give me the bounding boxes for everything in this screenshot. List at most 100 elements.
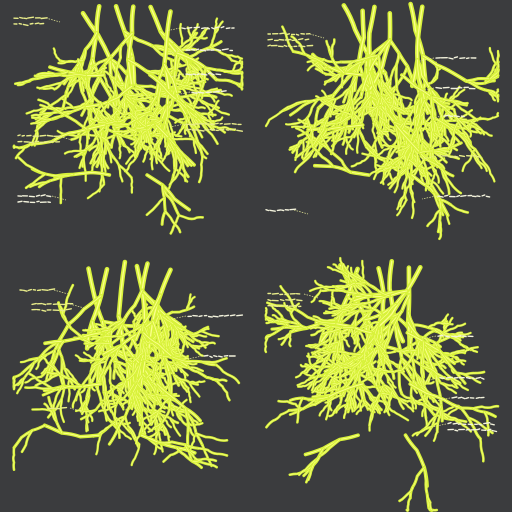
vein-branch-core	[207, 100, 219, 115]
vein-branch-core	[105, 339, 108, 352]
vein-branch-core	[329, 404, 341, 417]
leader-line	[435, 397, 451, 402]
vein-branch-core	[301, 140, 304, 159]
vein-branch-core	[151, 359, 157, 374]
vein-branch-core	[64, 149, 86, 154]
vein-branch-core	[325, 399, 331, 420]
vein-branch-core	[433, 120, 441, 147]
vein-branch-core	[161, 414, 172, 428]
vein-branch-core	[98, 405, 117, 412]
vein-branch-core	[110, 384, 114, 399]
vein-branch-core	[104, 400, 107, 421]
vein-branch-core	[68, 69, 90, 88]
vein-branch-core	[99, 136, 103, 154]
vein-branch-core	[145, 133, 154, 152]
vein-branch-core	[396, 199, 407, 216]
annotation-scribble	[267, 292, 301, 296]
vein-branch-core	[15, 144, 31, 159]
vein-branch-core	[133, 400, 141, 416]
vein-branch-core	[411, 127, 417, 152]
vein-branch-core	[309, 286, 335, 292]
vein-branch-core	[439, 220, 442, 240]
vein-branch-core	[25, 173, 46, 189]
vein-branch-core	[377, 136, 391, 147]
panel-top-right	[264, 1, 500, 241]
vein-branch-core	[145, 340, 159, 349]
vein-branch-core	[60, 398, 65, 423]
vein-branch-core	[165, 211, 181, 233]
vein-branch-core	[175, 117, 187, 123]
vein-branch-core	[214, 18, 218, 34]
vein-branch-core	[186, 109, 203, 138]
vein-branch-core	[465, 75, 499, 82]
leader-line	[169, 123, 185, 128]
vein-branch-core	[443, 323, 466, 333]
vein-branch-core	[44, 332, 101, 344]
vein-branch-core	[153, 150, 170, 172]
vein-branch-core	[455, 116, 470, 131]
vein-branch-core	[311, 326, 331, 336]
vein-branch-core	[119, 145, 121, 159]
vein-branch-core	[365, 331, 371, 354]
vein-branch-core	[425, 405, 442, 436]
vein-branch-core	[426, 185, 451, 205]
leader-line	[187, 355, 203, 360]
vein-branch-core	[370, 392, 381, 408]
vein-branch-core	[289, 332, 291, 347]
vein-branch-core	[159, 125, 166, 144]
vein-branch-core	[324, 382, 342, 394]
vein-branch-core	[31, 117, 51, 121]
vein-branch-core	[192, 137, 197, 154]
annotation-scribble	[437, 154, 482, 159]
vein-branch-core	[425, 371, 432, 385]
vein-branch-core	[329, 359, 344, 369]
vein-branch-core	[297, 397, 303, 423]
vein-branch-core	[331, 296, 342, 310]
vein-branch-core	[91, 82, 96, 104]
vein-branch-core	[168, 137, 189, 167]
vein-branch-core	[67, 81, 77, 97]
vein-branch-core	[289, 399, 316, 415]
annotation-scribble	[267, 298, 303, 302]
leader-line	[421, 335, 437, 340]
vein-branch-core	[86, 414, 90, 431]
vein-branch-core	[192, 128, 208, 155]
vein-branch-core	[279, 100, 307, 113]
vein-branch-core	[155, 371, 161, 386]
vein-branch-core	[75, 355, 88, 361]
vein-branch-core	[349, 395, 353, 412]
vein-branch-core	[156, 383, 201, 422]
vein-branch-core	[183, 335, 189, 348]
annotation-scribble	[17, 194, 52, 198]
vein-branch-core	[100, 152, 105, 185]
vein-branch-core	[209, 47, 233, 61]
vein-branch-core	[190, 345, 203, 356]
vein-branch-core	[16, 377, 25, 394]
vein-branch-core	[178, 215, 203, 220]
vein-branch-core	[330, 98, 336, 117]
annotation-scribble	[443, 114, 465, 118]
annotation-scribble	[267, 32, 311, 36]
vein-branch-core	[362, 39, 391, 92]
vein-branch-core	[64, 368, 79, 385]
vein-branch-core	[149, 74, 187, 116]
vein-branch-core	[148, 269, 172, 350]
vein-branch-core	[303, 129, 327, 160]
vein-branch-core	[121, 93, 127, 107]
vein-branch-core	[142, 334, 145, 355]
vein-branch-core	[31, 112, 52, 116]
vein-branch-core	[186, 41, 222, 58]
vein-branch-core	[396, 88, 404, 110]
vein-branch-core	[92, 361, 107, 368]
vein-branch-core	[390, 106, 411, 116]
vein-branch-core	[130, 113, 139, 121]
vein-branch-core	[324, 73, 341, 85]
vein-branch-core	[453, 109, 464, 132]
vein-branch-core	[13, 145, 20, 149]
annotation-scribble	[451, 396, 485, 400]
vein-branch-core	[117, 426, 132, 440]
vein-branch-core	[144, 346, 148, 360]
vein-branch-core	[421, 365, 425, 386]
vein-branch-core	[172, 356, 217, 366]
vein-branch-core	[315, 137, 324, 157]
